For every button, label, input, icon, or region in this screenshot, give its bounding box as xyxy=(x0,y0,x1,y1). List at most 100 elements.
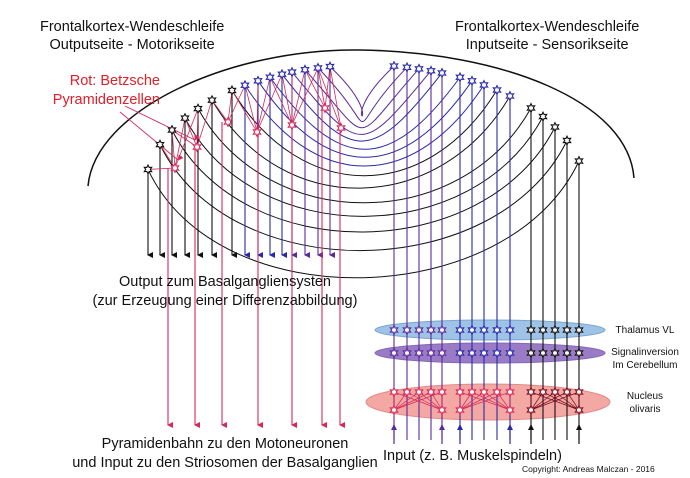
betz-cell-icon xyxy=(320,102,330,114)
olive-neuron-icon xyxy=(455,386,465,398)
betz-cell-icon xyxy=(336,122,346,134)
cortex-neuron-icon xyxy=(492,84,502,96)
betz-input-line xyxy=(256,74,283,133)
cortex-neuron-icon xyxy=(287,66,297,78)
betz-input-line xyxy=(291,69,306,126)
pyramid-label: Pyramidenbahn zu den Motoneuronen und In… xyxy=(60,435,390,473)
cortex-neuron-icon xyxy=(325,61,335,73)
betz-cell-icon xyxy=(287,119,297,131)
betz-input-line xyxy=(174,118,186,169)
betz-cell-icon xyxy=(192,141,202,153)
cortex-neuron-icon xyxy=(526,102,536,114)
betz-input-line xyxy=(159,144,176,169)
olive-neuron-icon xyxy=(414,386,424,398)
cortex-neuron-icon xyxy=(455,71,465,83)
betz-input-line xyxy=(231,90,258,133)
thalamus-neuron-icon xyxy=(389,324,399,336)
olive-output-neuron-icon xyxy=(574,404,584,416)
cortex-neuron-icon xyxy=(167,124,177,136)
olive-connection xyxy=(459,391,473,411)
cortex-neuron-icon xyxy=(277,68,287,80)
olive-neuron-icon xyxy=(505,386,515,398)
olive-neuron-icon xyxy=(550,386,560,398)
cerebellum-neuron-icon xyxy=(467,347,477,359)
olive-neuron-icon xyxy=(526,386,536,398)
cerebellum-neuron-icon xyxy=(455,347,465,359)
thalamus-neuron-icon xyxy=(562,324,572,336)
cortex-neuron-icon xyxy=(155,139,165,151)
loop-connection xyxy=(317,66,408,123)
cerebellum-neuron-icon xyxy=(538,347,548,359)
olive-connection xyxy=(530,391,568,411)
olive-neuron-icon xyxy=(389,386,399,398)
olive-connection xyxy=(542,391,580,411)
betz-input-line xyxy=(171,129,198,148)
cerebellum-layer xyxy=(374,342,606,364)
olive-connection xyxy=(393,391,408,411)
left-title-line2: Outputseite - Motorikseite xyxy=(49,37,215,53)
left-title-line1: Frontalkortex-Wendeschleife xyxy=(40,19,225,35)
loop-connection xyxy=(197,107,532,204)
betz-cell-icon xyxy=(223,116,233,128)
thalamus-neuron-icon xyxy=(467,324,477,336)
thalamus-neuron-icon xyxy=(574,324,584,336)
olive-output-neuron-icon xyxy=(455,404,465,416)
olive-output-neuron-icon xyxy=(526,404,536,416)
betz-input-line xyxy=(281,74,293,126)
cortex-neuron-icon xyxy=(389,60,399,72)
cortex-neuron-icon xyxy=(313,62,323,74)
betz-input-line xyxy=(244,85,258,133)
betz-input-line xyxy=(324,66,331,109)
cerebellum-neuron-icon xyxy=(414,347,424,359)
cortex-neuron-icon xyxy=(538,110,548,123)
cerebellum-neuron-icon xyxy=(426,347,436,359)
olive-output-neuron-icon xyxy=(505,404,515,416)
cortex-neuron-icon xyxy=(562,134,572,147)
olive-neuron-icon xyxy=(562,386,572,398)
olive-neuron-icon xyxy=(574,386,584,398)
cerebellum-neuron-icon xyxy=(479,347,489,359)
cortex-neuron-icon xyxy=(240,79,250,91)
pyramid-label-line1: Pyramidenbahn zu den Motoneuronen xyxy=(101,436,349,452)
cortex-neuron-icon xyxy=(426,65,436,77)
betz-input-line xyxy=(227,90,233,123)
input-label: Input (z. B. Muskelspindeln) xyxy=(383,448,562,464)
cortex-neuron-icon xyxy=(479,79,489,91)
olive-connection xyxy=(459,391,498,411)
olive-connection xyxy=(471,391,511,411)
cerebellum-label-line2: Im Cerebellum xyxy=(612,360,678,371)
cortex-neuron-icon xyxy=(180,112,190,124)
betz-input-line xyxy=(269,77,293,126)
olive-connection xyxy=(496,391,511,411)
cortex-neuron-icon xyxy=(437,67,447,79)
betz-label: Rot: Betzsche Pyramidenzellen xyxy=(30,72,160,110)
olive-connection xyxy=(554,391,580,411)
loop-connection xyxy=(147,160,580,279)
cerebellum-label-line1: Signalinversion xyxy=(611,347,679,358)
cortex-neuron-icon xyxy=(265,71,275,83)
olive-connection xyxy=(418,391,443,411)
thalamus-neuron-icon xyxy=(414,324,424,336)
olive-neuron-icon xyxy=(467,386,477,398)
cerebellum-neuron-icon xyxy=(437,347,447,359)
cortex-neuron-icon xyxy=(414,63,424,75)
olive-output-neuron-icon xyxy=(389,404,399,416)
betz-input-line xyxy=(329,66,342,129)
betz-label-line1: Rot: Betzsche xyxy=(69,73,160,89)
cortex-neuron-icon xyxy=(207,94,217,106)
olive-connection xyxy=(483,391,511,411)
cerebellum-neuron-icon xyxy=(389,347,399,359)
thalamus-neuron-icon xyxy=(437,324,447,336)
copyright: Copyright: Andreas Malczan - 2016 xyxy=(522,464,655,474)
betz-input-line xyxy=(317,67,342,129)
right-title-line1: Frontalkortex-Wendeschleife xyxy=(455,19,640,35)
olive-connection xyxy=(393,391,443,411)
thalamus-neuron-icon xyxy=(550,324,560,336)
loop-connection xyxy=(171,126,556,233)
olive-connection xyxy=(459,391,485,411)
cerebellum-neuron-icon xyxy=(550,347,560,359)
loop-connection xyxy=(159,140,568,252)
pyramid-label-line2: und Input zu den Striosomen der Basalgan… xyxy=(72,455,378,471)
